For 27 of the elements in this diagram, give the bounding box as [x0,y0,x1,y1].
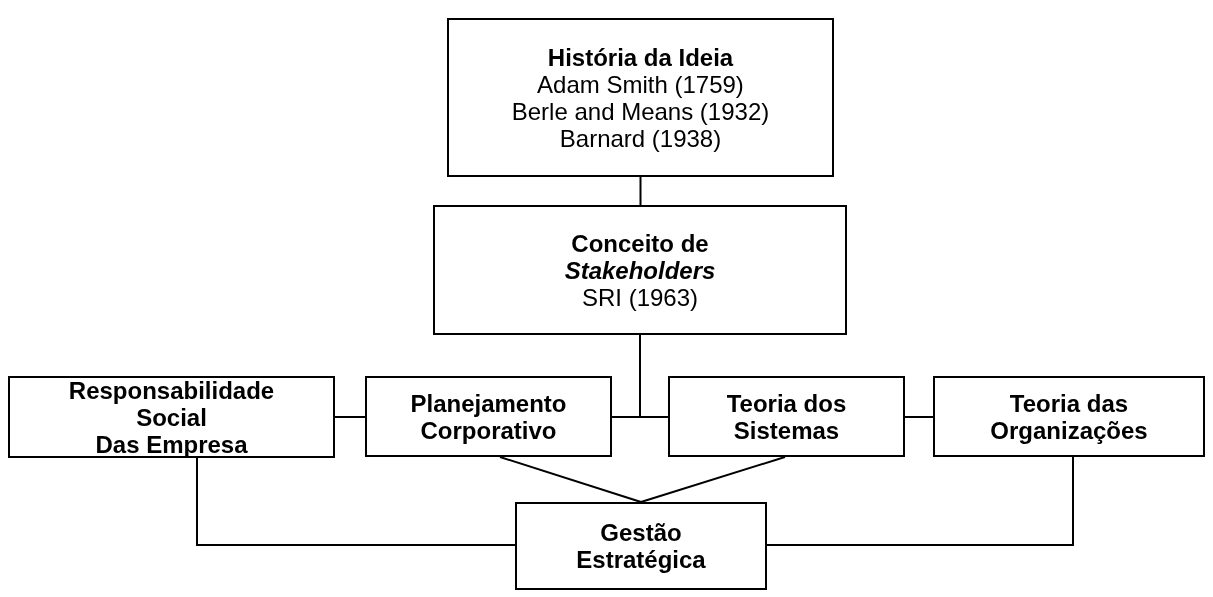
connector-line [904,416,934,418]
box-text: SRI (1963) [581,283,699,311]
connector-line [640,456,786,503]
connector-line [334,416,366,418]
box-heading: Teoria dos Sistemas [725,389,848,444]
box-text: Adam Smith (1759) [537,70,744,98]
connector-line [196,457,516,546]
box-text: Barnard (1938) [559,124,722,152]
text-box [515,502,767,590]
text-box [8,376,335,458]
box-heading: Responsabilidade Social [67,376,276,431]
box-heading: História da Ideia [547,43,734,71]
connector-line [639,176,642,206]
text-box [447,18,834,177]
box-text: Berle and Means (1932) [511,97,770,125]
box-text: Das Empresa [95,430,248,458]
text-box [668,376,905,457]
text-box [933,376,1205,457]
box-heading: Planejamento Corporativo [409,389,568,444]
box-heading: Conceito de Stakeholders [563,229,717,284]
connector-line [766,456,1074,546]
text-box [365,376,612,457]
box-heading: Gestão Estratégica [575,519,707,573]
connector-line [639,334,669,418]
connector-line [499,456,642,503]
text-box [433,205,847,335]
box-heading: Teoria das Organizações [989,389,1149,444]
